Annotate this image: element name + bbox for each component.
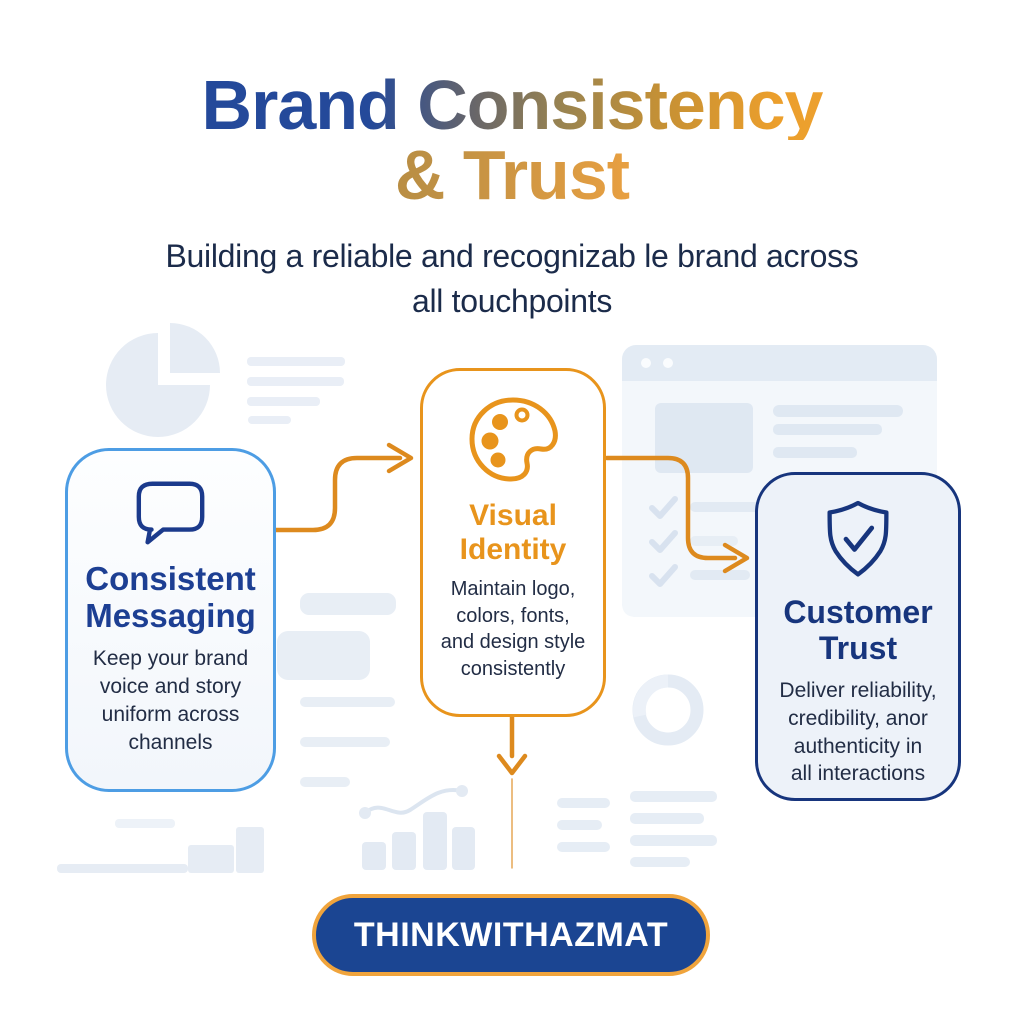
step-chart-decoration <box>57 819 264 873</box>
pie-chart-decoration <box>106 323 220 437</box>
header: Brand Consistency & Trust Building a rel… <box>0 70 1024 325</box>
donut-chart-decoration <box>632 674 704 746</box>
card-customer-trust: Customer Trust Deliver reliability, cred… <box>755 472 961 801</box>
bar-chart-decoration <box>359 785 475 870</box>
arrow-center-down <box>496 714 528 869</box>
palette-icon <box>423 395 603 485</box>
card-title: Consistent Messaging <box>85 560 256 634</box>
card-visual-identity: Visual Identity Maintain logo, colors, f… <box>420 368 606 717</box>
card-body: Keep your brand voice and story uniform … <box>92 646 249 754</box>
text-lines-decoration <box>557 791 717 867</box>
card-title: Customer Trust <box>783 594 933 666</box>
page-title-line1: Brand Consistency <box>0 70 1024 140</box>
text-lines-decoration <box>247 357 345 424</box>
card-body: Maintain logo, colors, fonts, and design… <box>440 578 586 680</box>
sparkline-decoration <box>363 787 464 815</box>
speech-bubble-icon <box>68 477 273 549</box>
subtitle: Building a reliable and recognizab le br… <box>165 238 859 320</box>
page-title: Brand Consistency & Trust <box>0 70 1024 210</box>
text-lines-decoration <box>277 593 396 787</box>
page-title-line2: & Trust <box>0 140 1024 210</box>
card-body: Deliver reliability, credibility, anor a… <box>779 678 937 786</box>
arrow-center-to-right <box>604 455 750 574</box>
card-consistent-messaging: Consistent Messaging Keep your brand voi… <box>65 448 276 792</box>
shield-check-icon <box>758 497 958 583</box>
checklist-decoration <box>649 496 678 587</box>
brand-cta-button[interactable]: THINKWITHAZMAT <box>312 894 710 976</box>
arrow-left-to-center <box>272 442 414 533</box>
card-title: Visual Identity <box>459 499 567 566</box>
